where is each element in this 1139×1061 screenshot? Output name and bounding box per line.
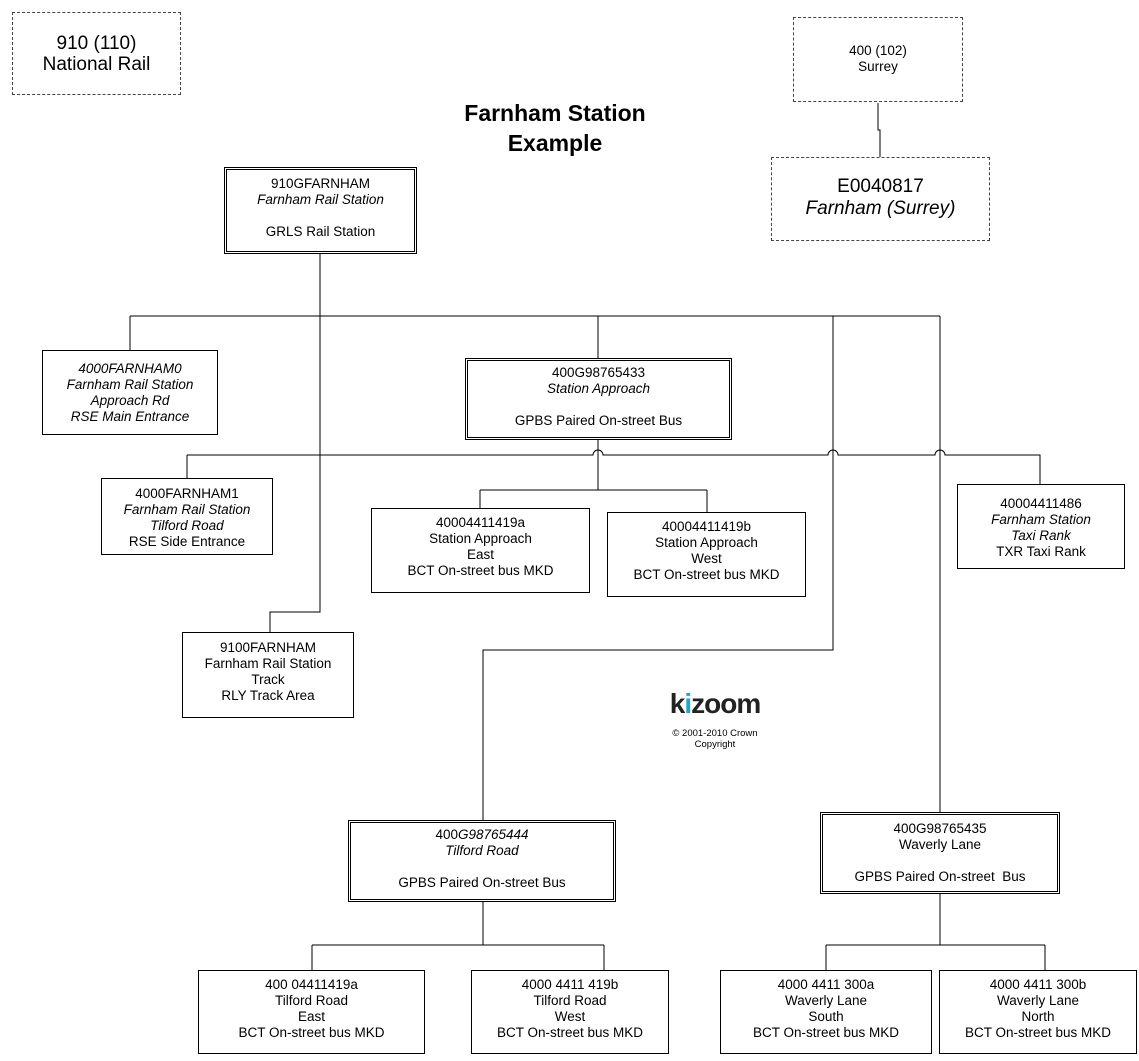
side-entrance-code: 4000FARNHAM1	[135, 486, 239, 501]
waverly-lane-type: GPBS Paired On-street Bus	[854, 869, 1026, 884]
track-area-node: 9100FARNHAM Farnham Rail Station Track R…	[182, 632, 354, 718]
side-entrance-name2: Tilford Road	[150, 518, 224, 533]
surrey-area: 400 (102) Surrey	[793, 17, 963, 102]
main-entrance-code: 4000FARNHAM0	[78, 361, 182, 376]
wl-south-node: 4000 4411 300a Waverly Lane South BCT On…	[720, 970, 932, 1054]
national-rail-code: 910 (110)	[56, 33, 137, 54]
track-code: 9100FARNHAM	[219, 640, 317, 655]
kizoom-logo: kizoom © 2001-2010 Crown Copyright	[660, 688, 770, 750]
national-rail-area: 910 (110) National Rail	[12, 12, 181, 95]
wl-north-code: 4000 4411 300b	[989, 977, 1087, 992]
taxi-name1: Farnham Station	[991, 512, 1091, 527]
sa-west-type: BCT On-street bus MKD	[633, 567, 780, 582]
tr-west-dir: West	[554, 1009, 586, 1024]
station-approach-code: 400G98765433	[551, 365, 646, 380]
surrey-name: Surrey	[858, 59, 898, 74]
taxi-code: 40004411486	[1000, 496, 1082, 511]
tr-east-dir: East	[297, 1009, 325, 1024]
tilford-road-type: GPBS Paired On-street Bus	[398, 875, 566, 890]
main-entrance-name1: Farnham Rail Station	[66, 377, 194, 392]
track-name2: Track	[251, 672, 285, 687]
wl-north-node: 4000 4411 300b Waverly Lane North BCT On…	[939, 970, 1137, 1054]
wl-south-code: 4000 4411 300a	[777, 977, 875, 992]
copyright-years: © 2001-2010	[672, 728, 728, 739]
copyright-word: Copyright	[694, 739, 736, 750]
taxi-rank-node: 40004411486 Farnham Station Taxi Rank TX…	[957, 484, 1125, 569]
rail-station-node: 910GFARNHAM Farnham Rail Station GRLS Ra…	[224, 167, 417, 254]
sa-east-node: 40004411419a Station Approach East BCT O…	[371, 508, 590, 593]
side-entrance-type: RSE Side Entrance	[128, 534, 246, 549]
farnham-locality: E0040817 Farnham (Surrey)	[771, 157, 990, 241]
title-line-1: Farnham Station	[464, 100, 646, 126]
wl-north-dir: North	[1021, 1009, 1055, 1024]
main-entrance-type: RSE Main Entrance	[70, 409, 190, 424]
track-name1: Farnham Rail Station	[204, 656, 332, 671]
main-entrance-node: 4000FARNHAM0 Farnham Rail Station Approa…	[42, 350, 218, 435]
sa-east-name: Station Approach	[429, 531, 532, 546]
tilford-road-node: 400G98765444 Tilford Road GPBS Paired On…	[348, 820, 616, 902]
tr-east-name: Tilford Road	[274, 993, 349, 1008]
tr-east-node: 400 04411419a Tilford Road East BCT On-s…	[198, 970, 425, 1054]
copyright-crown: Crown	[730, 728, 758, 739]
locality-name: Farnham (Surrey)	[805, 198, 956, 219]
wl-south-name: Waverly Lane	[784, 993, 868, 1008]
tr-children	[311, 902, 605, 970]
tilford-road-code: 400G98765444	[435, 827, 529, 842]
diagram-title: Farnham Station Example	[440, 98, 670, 158]
side-entrance-node: 4000FARNHAM1 Farnham Rail Station Tilfor…	[101, 478, 273, 555]
sa-west-dir: West	[691, 551, 722, 566]
wl-north-name: Waverly Lane	[996, 993, 1080, 1008]
wl-south-dir: South	[808, 1009, 844, 1024]
station-approach-node: 400G98765433 Station Approach GPBS Paire…	[465, 358, 732, 440]
tr-east-type: BCT On-street bus MKD	[238, 1025, 385, 1040]
waverly-lane-name: Waverly Lane	[898, 837, 982, 852]
wl-south-type: BCT On-street bus MKD	[752, 1025, 900, 1040]
wl-children	[825, 894, 1046, 970]
sa-west-node: 40004411419b Station Approach West BCT O…	[607, 512, 806, 597]
tr-west-type: BCT On-street bus MKD	[496, 1025, 644, 1040]
tilford-road-name: Tilford Road	[445, 843, 519, 858]
tr-west-name: Tilford Road	[533, 993, 607, 1008]
tr-west-code: 4000 4411 419b	[521, 977, 619, 992]
sa-east-dir: East	[466, 547, 494, 562]
rail-station-name: Farnham Rail Station	[257, 192, 384, 207]
title-line-2: Example	[507, 130, 603, 156]
taxi-type: TXR Taxi Rank	[996, 544, 1086, 559]
trunk-line-lower	[269, 316, 321, 632]
tr-east-code: 400 04411419a	[265, 977, 358, 992]
surrey-code: 400 (102)	[849, 43, 907, 58]
waverly-lane-code: 400G98765435	[893, 821, 987, 836]
second-bus	[187, 449, 1041, 484]
national-rail-name: National Rail	[42, 54, 151, 75]
sa-west-code: 40004411419b	[661, 519, 752, 534]
sa-children	[479, 440, 708, 512]
station-approach-name: Station Approach	[546, 381, 651, 396]
track-type: RLY Track Area	[221, 688, 315, 703]
rail-station-code: 910GFARNHAM	[270, 176, 371, 191]
kizoom-wordmark: kizoom	[669, 688, 761, 719]
locality-code: E0040817	[837, 176, 924, 197]
main-entrance-name2: Approach Rd	[90, 393, 170, 408]
tr-west-node: 4000 4411 419b Tilford Road West BCT On-…	[471, 970, 669, 1054]
waverly-lane-node: 400G98765435 Waverly Lane GPBS Paired On…	[820, 812, 1060, 894]
sa-east-type: BCT On-street bus MKD	[407, 563, 554, 578]
surrey-locality-link	[877, 103, 881, 157]
taxi-name2: Taxi Rank	[1011, 528, 1071, 543]
sa-west-name: Station Approach	[655, 535, 758, 550]
side-entrance-name1: Farnham Rail Station	[123, 502, 251, 517]
wl-north-type: BCT On-street bus MKD	[964, 1025, 1112, 1040]
drop-tilford-branch	[482, 316, 834, 820]
rail-station-type: GRLS Rail Station	[265, 224, 376, 239]
sa-east-code: 40004411419a	[435, 515, 526, 530]
station-approach-type: GPBS Paired On-street Bus	[514, 413, 683, 428]
